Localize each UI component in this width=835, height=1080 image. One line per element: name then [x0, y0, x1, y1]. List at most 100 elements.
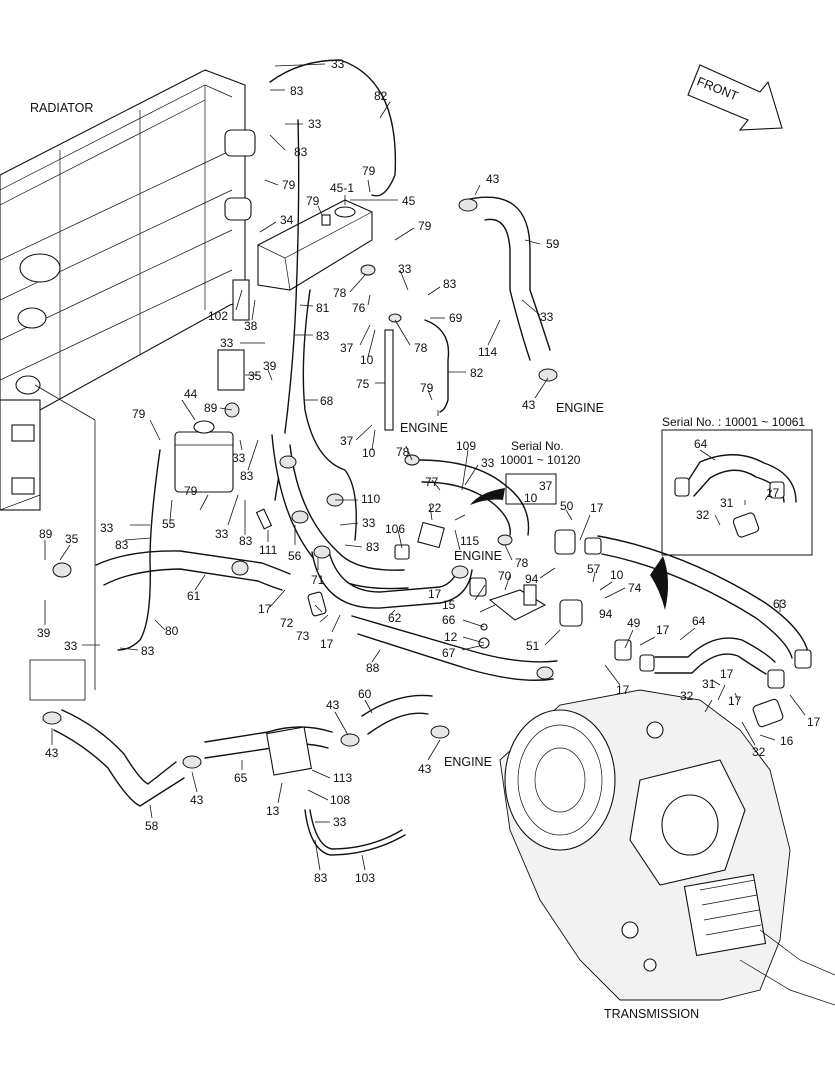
part-label: 83 — [239, 534, 253, 548]
part-label: 43 — [418, 762, 432, 776]
part-label: 37 — [340, 341, 354, 355]
part-label: 76 — [352, 301, 366, 315]
part-label: 12 — [444, 630, 458, 644]
serial-small-range: 10001 ~ 10120 — [500, 453, 581, 467]
part-label: 33 — [100, 521, 114, 535]
part-label: 10 — [362, 446, 376, 460]
part-label: 103 — [355, 871, 375, 885]
part-label: 55 — [162, 517, 176, 531]
part-label: 79 — [420, 381, 434, 395]
part-label: 94 — [599, 607, 613, 621]
part-label: 15 — [442, 598, 456, 612]
part-label: 83 — [240, 469, 254, 483]
part-label: 62 — [388, 611, 402, 625]
part-label: 111 — [259, 543, 278, 557]
part-label: 17 — [656, 623, 670, 637]
part-label: 17 — [590, 501, 604, 515]
part-label: 72 — [280, 616, 294, 630]
part-label: 33 — [308, 117, 322, 131]
expansion-tank — [257, 199, 373, 291]
part-label: 17 — [720, 667, 734, 681]
part-label: 17 — [428, 587, 442, 601]
part-label: 38 — [244, 319, 258, 333]
part-label: 33 — [232, 451, 246, 465]
radiator-label: RADIATOR — [30, 101, 93, 115]
part-label: 45 — [402, 194, 416, 208]
part-label: 66 — [442, 613, 456, 627]
part-label: 88 — [366, 661, 380, 675]
part-label: 64 — [694, 437, 708, 451]
part-label: 69 — [449, 311, 463, 325]
part-label: 37 — [340, 434, 354, 448]
part-label: 10 — [610, 568, 624, 582]
part-label: 50 — [560, 499, 574, 513]
part-label: 78 — [515, 556, 529, 570]
part-label: 89 — [39, 527, 53, 541]
serial-box-label: Serial No. : 10001 ~ 10061 — [662, 415, 805, 429]
part-label: 61 — [187, 589, 201, 603]
part-label: 49 — [627, 616, 641, 630]
leader-lines — [34, 63, 806, 871]
part-label: 73 — [296, 629, 310, 643]
part-label: 114 — [478, 345, 497, 359]
part-label: 43 — [486, 172, 500, 186]
part-label: 83 — [314, 871, 328, 885]
part-label: 67 — [442, 646, 456, 660]
part-label: 33 — [540, 310, 554, 324]
part-label: 44 — [184, 387, 198, 401]
radiator-assembly — [0, 69, 256, 511]
part-label: 74 — [628, 581, 642, 595]
part-label: 82 — [470, 366, 484, 380]
transmission-assembly — [499, 689, 835, 1006]
part-label: 33 — [220, 336, 234, 350]
part-label: 17 — [616, 683, 630, 697]
part-label: 58 — [145, 819, 159, 833]
part-label: 17 — [807, 715, 821, 729]
part-label: 17 — [320, 637, 334, 651]
part-label: 43 — [326, 698, 340, 712]
part-label: 79 — [362, 164, 376, 178]
part-label: 78 — [414, 341, 428, 355]
part-label: 17 — [258, 602, 272, 616]
front-arrow: FRONT — [687, 64, 783, 131]
part-label: 78 — [396, 445, 410, 459]
part-label: 22 — [428, 501, 442, 515]
part-label: 83 — [141, 644, 155, 658]
part-label: 32 — [752, 745, 766, 759]
part-label: 89 — [204, 401, 218, 415]
part-label: 79 — [418, 219, 432, 233]
part-label: 32 — [696, 508, 710, 522]
part-label: 83 — [290, 84, 304, 98]
part-label: 33 — [481, 456, 495, 470]
part-label: 108 — [330, 793, 350, 807]
fittings — [42, 198, 812, 769]
part-label: 80 — [165, 624, 179, 638]
coolant-reservoir — [174, 349, 245, 493]
part-label: 34 — [280, 213, 294, 227]
part-label: 35 — [65, 532, 79, 546]
hoses — [48, 59, 809, 856]
part-label: 31 — [702, 677, 716, 691]
part-label: 109 — [456, 439, 476, 453]
part-label: 115 — [460, 534, 479, 548]
transmission-label: TRANSMISSION — [604, 1007, 699, 1021]
part-label: 83 — [115, 538, 129, 552]
part-label: 83 — [443, 277, 457, 291]
part-label: 59 — [546, 237, 560, 251]
part-label: 31 — [720, 496, 734, 510]
part-label: 63 — [773, 597, 787, 611]
part-label: 33 — [64, 639, 78, 653]
part-label: 39 — [37, 626, 51, 640]
part-number-labels: 33 83 82 33 83 79 45-1 79 45 34 79 79 43… — [37, 57, 821, 885]
part-label: 83 — [366, 540, 380, 554]
part-label: 113 — [333, 771, 352, 785]
part-label: 79 — [282, 178, 296, 192]
part-label: 71 — [311, 573, 325, 587]
serial-small-title: Serial No. — [511, 439, 564, 453]
part-label: 79 — [306, 194, 320, 208]
part-label: 83 — [316, 329, 330, 343]
part-label: 43 — [522, 398, 536, 412]
part-label: 33 — [333, 815, 347, 829]
part-label: 70 — [498, 569, 512, 583]
